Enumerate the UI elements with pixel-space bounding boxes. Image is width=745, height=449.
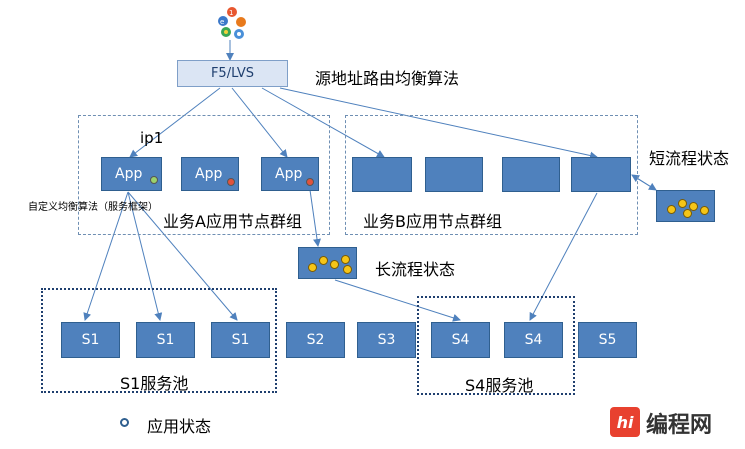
service-node: S1 [136,322,195,358]
state-ball [343,265,352,274]
service-label: S5 [598,332,617,348]
s4-pool-container [417,296,575,395]
app-state-dot [227,178,235,186]
state-ball [678,199,687,208]
state-ball [308,263,317,272]
state-ball [330,260,339,269]
group-a-label: 业务A应用节点群组 [163,212,302,231]
legend-state-icon [120,418,129,427]
app-state-dot [150,176,158,184]
app-node-label: App [115,166,143,182]
group-b-label: 业务B应用节点群组 [363,212,502,231]
service-label: S2 [306,332,325,348]
service-node: S5 [578,322,637,358]
load-balancer-box: F5/LVS [177,60,288,87]
s1-pool-label: S1服务池 [120,374,189,393]
group-b-container [345,115,638,235]
group-a-container [78,115,330,235]
state-ball [319,256,328,265]
state-ball [667,205,676,214]
s1-pool-container [41,288,277,393]
service-label: S1 [156,332,175,348]
app-node-b-1 [352,157,412,192]
service-label: S1 [81,332,100,348]
service-node: S4 [431,322,490,358]
state-ball [683,209,692,218]
service-node: S1 [211,322,270,358]
service-node: S1 [61,322,120,358]
svg-text:e: e [220,18,224,26]
app-node-b-3 [502,157,560,192]
app-node-2: App [181,157,239,191]
long-flow-state-box [298,247,357,279]
service-label: S1 [231,332,250,348]
state-ball [700,206,709,215]
app-node-1: App [101,157,162,191]
browser-logos-icon: 1 e [218,7,246,39]
service-label: S3 [377,332,396,348]
watermark-logo-text: hi [616,412,634,432]
legend-app-state: 应用状态 [147,417,212,436]
watermark-logo-icon: hi [610,407,640,437]
app-node-label: App [275,166,303,182]
app-node-3: App [261,157,319,191]
s4-pool-label: S4服务池 [465,376,534,395]
lb-caption: 源地址路由均衡算法 [315,69,460,88]
app-node-label: App [195,166,223,182]
load-balancer-label: F5/LVS [210,66,255,81]
state-ball [689,202,698,211]
svg-text:1: 1 [229,9,233,17]
ip-label: ip1 [140,129,164,147]
short-flow-label: 短流程状态 [649,149,730,168]
service-node: S3 [357,322,416,358]
watermark-text: 编程网 [646,413,713,438]
custom-algo-label: 自定义均衡算法（服务框架） [28,202,158,213]
service-label: S4 [451,332,470,348]
short-flow-state-box [656,190,715,222]
app-node-b-2 [425,157,483,192]
browser-icons: 1 e [213,4,251,42]
state-ball [341,255,350,264]
app-node-b-4 [571,157,631,192]
service-node: S2 [286,322,345,358]
long-flow-label: 长流程状态 [375,260,456,279]
app-state-dot [306,178,314,186]
service-node: S4 [504,322,563,358]
service-label: S4 [524,332,543,348]
